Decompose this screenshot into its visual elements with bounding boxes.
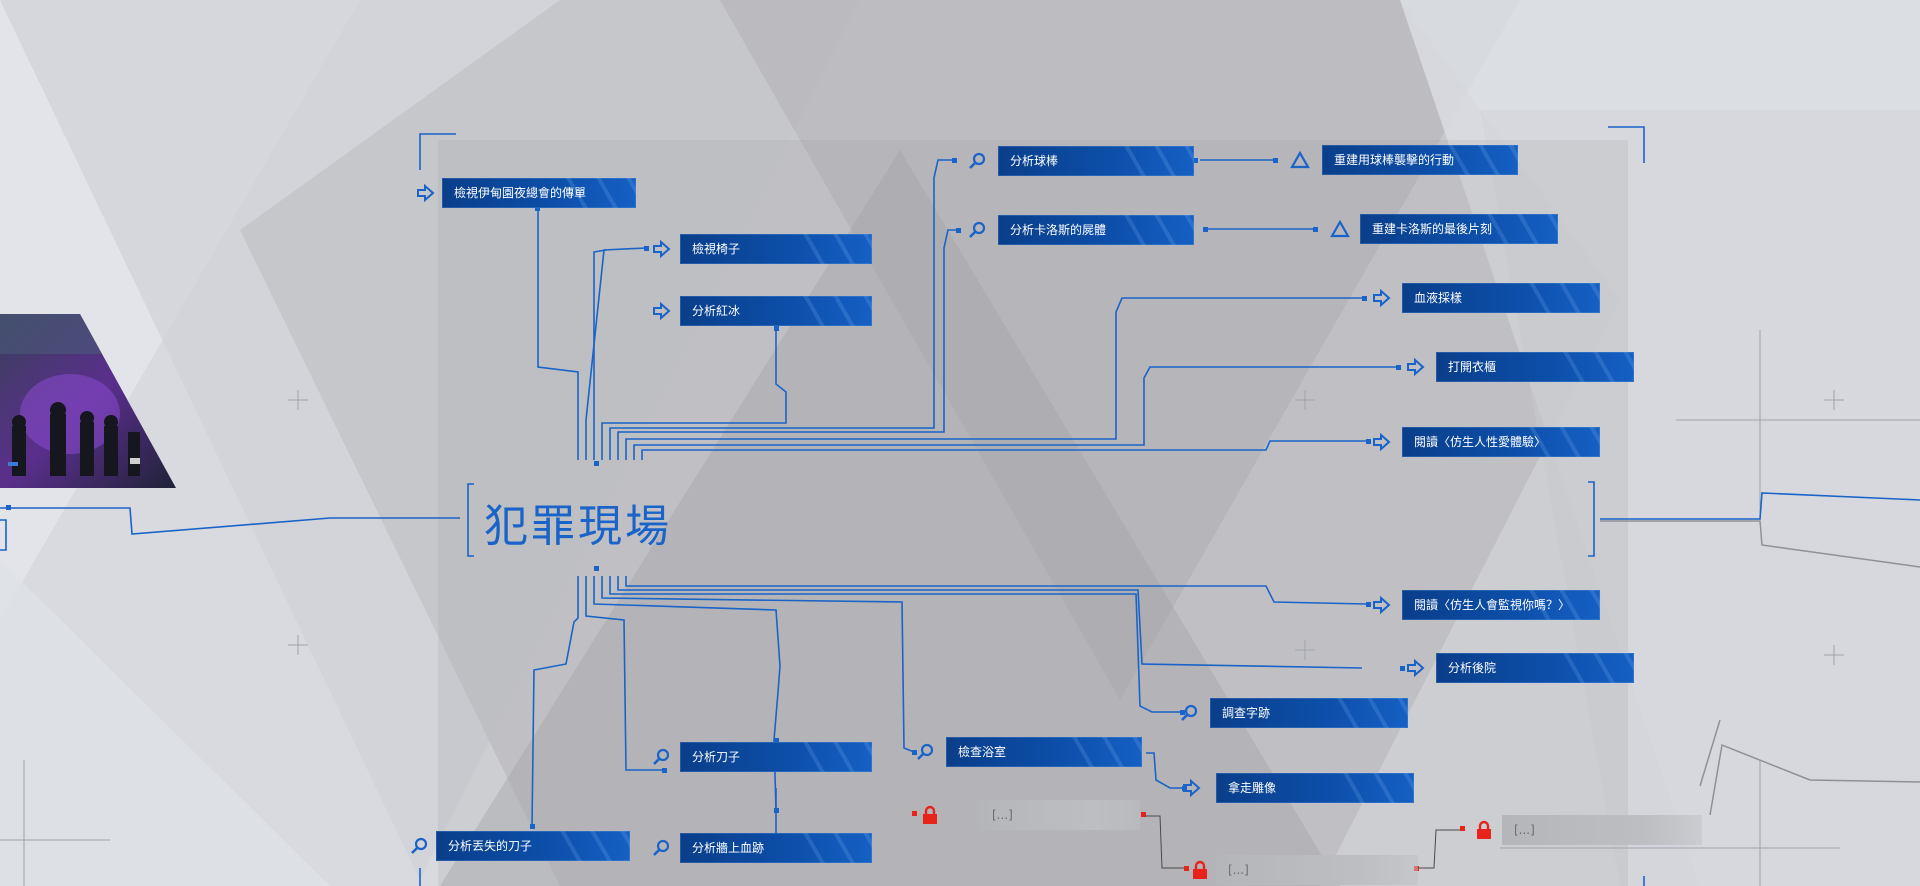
scene-thumbnail[interactable] (0, 314, 180, 488)
node-label: 拿走雕像 (1228, 781, 1277, 795)
magnifier-icon (653, 748, 670, 765)
node-label: [...] (992, 808, 1013, 822)
arrow-icon (1407, 357, 1425, 377)
magnifier-icon (969, 221, 986, 238)
node-label: 重建卡洛斯的最後片刻 (1372, 222, 1493, 236)
arrow-icon (1407, 658, 1425, 678)
lock-icon (923, 805, 937, 824)
node-label: 調查字跡 (1222, 706, 1271, 720)
node-label: 分析後院 (1448, 661, 1497, 675)
node-read-magazine-1[interactable]: 閱讀〈仿生人性愛體驗〉 (1372, 427, 1600, 457)
node-missing-knife[interactable]: 分析丟失的刀子 (410, 831, 630, 861)
node-label: [...] (1514, 823, 1535, 837)
node-wall-blood[interactable]: 分析牆上血跡 (652, 833, 872, 863)
node-blood-sample[interactable]: 血液採樣 (1372, 283, 1600, 313)
node-body[interactable]: 分析卡洛斯的屍體 (968, 215, 1194, 245)
node-label: 檢視伊甸園夜總會的傳單 (454, 186, 587, 200)
node-label: 閱讀〈仿生人性愛體驗〉 (1414, 435, 1547, 449)
chapter-title: 犯罪現場 (484, 501, 672, 552)
arrow-icon (1373, 595, 1391, 615)
arrow-icon (417, 183, 435, 203)
node-red-ice[interactable]: 分析紅冰 (652, 296, 872, 326)
arrow-icon (1183, 778, 1201, 798)
node-knife[interactable]: 分析刀子 (652, 742, 872, 772)
node-statue[interactable]: 拿走雕像 (1182, 773, 1414, 803)
node-label: 分析牆上血跡 (692, 841, 765, 855)
magnifier-icon (1181, 704, 1198, 721)
node-writing[interactable]: 調查字跡 (1180, 698, 1408, 728)
node-bat[interactable]: 分析球棒 (968, 146, 1194, 176)
magnifier-icon (969, 152, 986, 169)
node-chair[interactable]: 檢視椅子 (652, 234, 872, 264)
node-label: 閱讀〈仿生人會監視你嗎？〉 (1414, 598, 1571, 612)
node-bat-recon[interactable]: 重建用球棒襲擊的行動 (1290, 145, 1518, 175)
magnifier-icon (653, 839, 670, 856)
node-label: 分析丟失的刀子 (448, 839, 533, 853)
triangle-icon (1330, 219, 1350, 238)
arrow-icon (653, 239, 671, 259)
node-label: 分析刀子 (692, 750, 741, 764)
node-label: 檢視椅子 (692, 242, 741, 256)
arrow-icon (1373, 288, 1391, 308)
node-locked-1: [...] (920, 800, 1140, 830)
triangle-icon (1290, 150, 1310, 169)
node-label: 分析卡洛斯的屍體 (1010, 223, 1107, 237)
arrow-icon (653, 301, 671, 321)
node-bathroom[interactable]: 檢查浴室 (916, 737, 1142, 767)
node-locked-3: [...] (1474, 815, 1702, 845)
node-label: 血液採樣 (1414, 291, 1463, 305)
magnifier-icon (917, 743, 934, 760)
node-body-recon[interactable]: 重建卡洛斯的最後片刻 (1330, 214, 1558, 244)
lock-icon (1477, 820, 1491, 839)
node-label: 打開衣櫃 (1448, 360, 1497, 374)
node-label: [...] (1228, 863, 1249, 877)
node-label: 分析紅冰 (692, 304, 741, 318)
node-label: 重建用球棒襲擊的行動 (1334, 153, 1455, 167)
node-locked-2: [...] (1190, 855, 1418, 885)
node-closet[interactable]: 打開衣櫃 (1406, 352, 1634, 382)
magnifier-icon (411, 837, 428, 854)
arrow-icon (1373, 432, 1391, 452)
lock-icon (1193, 860, 1207, 879)
node-label: 分析球棒 (1010, 154, 1059, 168)
node-backyard[interactable]: 分析後院 (1406, 653, 1634, 683)
node-label: 檢查浴室 (958, 745, 1007, 759)
node-read-magazine-2[interactable]: 閱讀〈仿生人會監視你嗎？〉 (1372, 590, 1600, 620)
node-flyer[interactable]: 檢視伊甸園夜總會的傳單 (416, 178, 636, 208)
